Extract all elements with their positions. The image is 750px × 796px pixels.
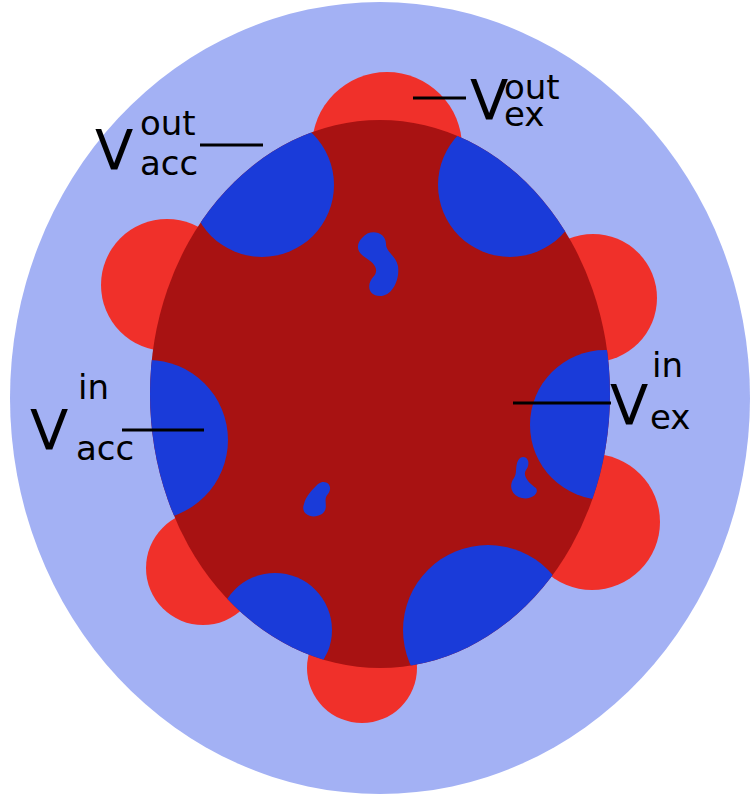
- superscript: in: [652, 348, 683, 382]
- volume-symbol: V: [95, 122, 133, 178]
- superscript: in: [78, 370, 109, 404]
- subscript: ex: [650, 400, 690, 434]
- volume-symbol: V: [470, 72, 508, 128]
- volume-symbol: V: [30, 402, 68, 458]
- leader-lines: [122, 98, 611, 430]
- subscript: ex: [504, 97, 544, 131]
- small-cavities: [303, 232, 537, 516]
- volume-symbol: V: [610, 377, 648, 433]
- accessible-inner-lobes: [68, 113, 680, 715]
- subscript: acc: [76, 431, 134, 465]
- subscript: acc: [140, 146, 198, 180]
- outer-region: [10, 2, 750, 794]
- superscript: out: [140, 106, 196, 140]
